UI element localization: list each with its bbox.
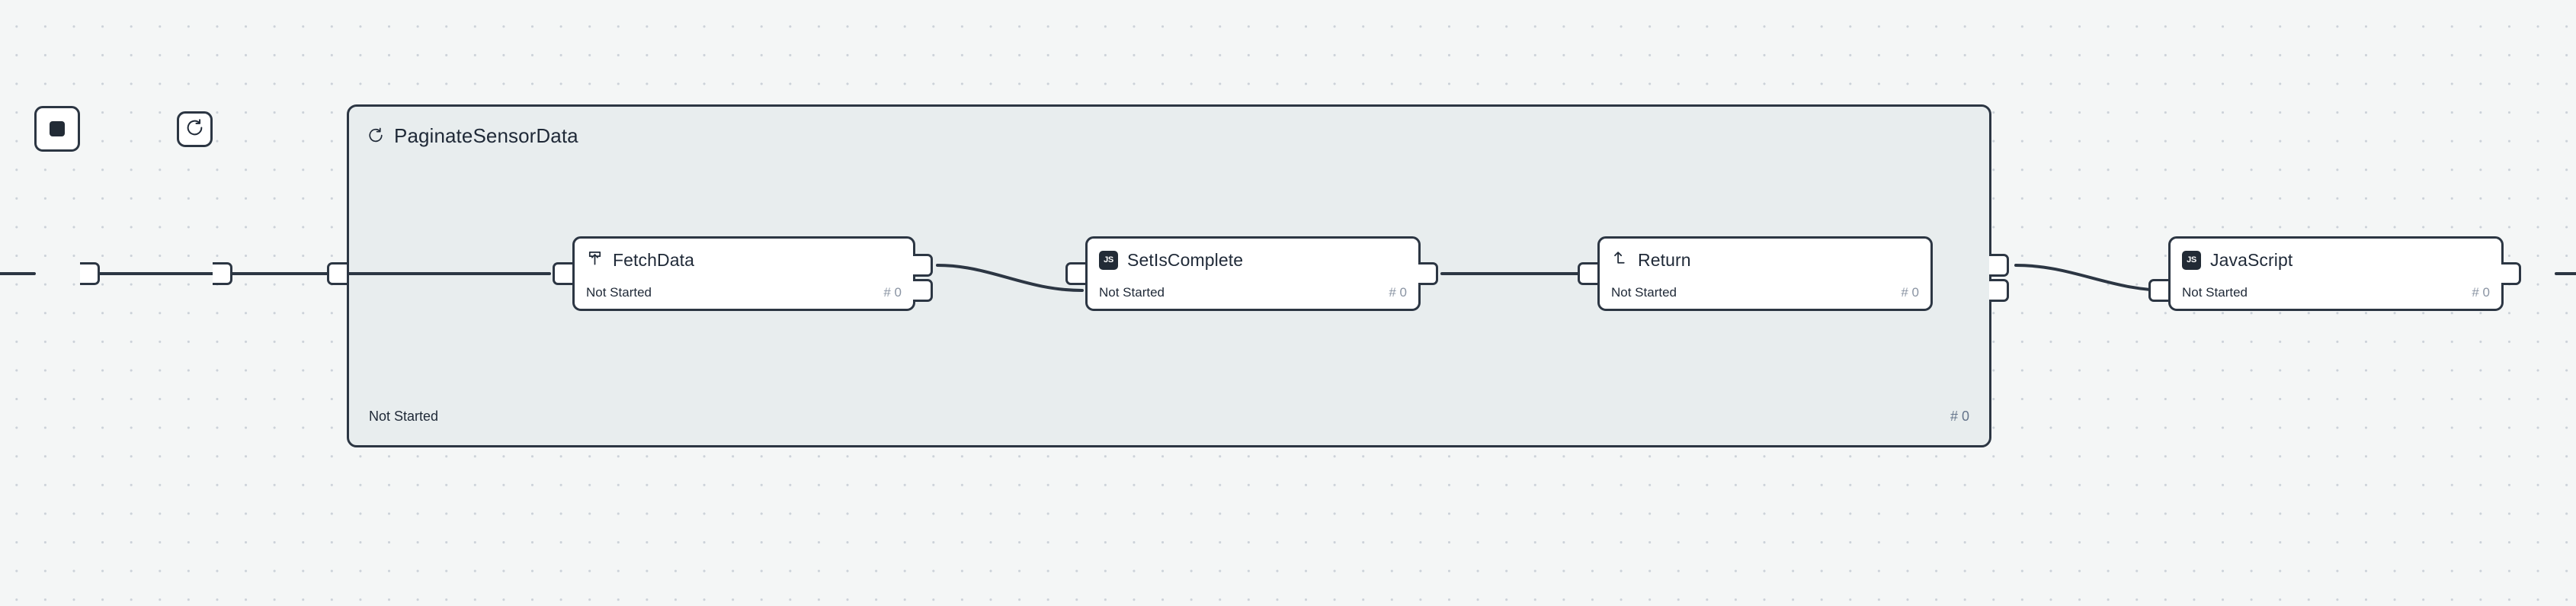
node-fetch-data[interactable]: FetchData Not Started # 0 — [572, 236, 915, 311]
node-header: Return — [1611, 248, 1919, 272]
node-fetch-data-output-port-2[interactable] — [913, 279, 933, 302]
node-status: Not Started — [586, 285, 652, 300]
node-header: JS JavaScript — [2182, 248, 2490, 272]
arrow-turn-up-icon — [1611, 249, 1629, 271]
loop-refresh-icon — [367, 127, 384, 144]
node-count: # 0 — [1901, 285, 1919, 300]
node-count: # 0 — [1389, 285, 1407, 300]
loop-container-output-port-2[interactable] — [1989, 279, 2009, 302]
node-title: SetIsComplete — [1127, 249, 1244, 270]
javascript-icon: JS — [1099, 250, 1118, 270]
node-javascript-output-port[interactable] — [2501, 262, 2521, 285]
node-javascript-input-port[interactable] — [2148, 279, 2168, 302]
loop-start-node-output-port[interactable] — [213, 262, 232, 285]
node-fetch-data-output-port-1[interactable] — [913, 254, 933, 277]
loop-container-count: # 0 — [1950, 409, 1969, 424]
node-fetch-data-input-port[interactable] — [553, 262, 572, 285]
edge-container-to-javascript — [2014, 264, 2170, 292]
javascript-icon: JS — [2182, 250, 2201, 270]
node-return-input-port[interactable] — [1578, 262, 1597, 285]
node-return[interactable]: Return Not Started # 0 — [1597, 236, 1933, 311]
node-title: FetchData — [613, 249, 695, 270]
node-title: JavaScript — [2210, 249, 2293, 270]
node-header: FetchData — [586, 248, 902, 272]
start-node-output-port[interactable] — [80, 262, 100, 285]
loop-container-output-port-1[interactable] — [1989, 254, 2009, 277]
node-title: Return — [1638, 249, 1691, 270]
node-count: # 0 — [883, 285, 902, 300]
loop-container-title: PaginateSensorData — [394, 123, 578, 147]
node-status: Not Started — [1611, 285, 1677, 300]
node-javascript[interactable]: JS JavaScript Not Started # 0 — [2168, 236, 2504, 311]
loop-container-header: PaginateSensorData — [367, 123, 578, 149]
node-footer: Not Started # 0 — [1611, 285, 1919, 300]
node-set-is-complete-input-port[interactable] — [1065, 262, 1085, 285]
node-footer: Not Started # 0 — [586, 285, 902, 300]
loop-start-node[interactable] — [177, 111, 213, 147]
loop-refresh-icon — [185, 118, 204, 141]
node-status: Not Started — [1099, 285, 1165, 300]
node-header: JS SetIsComplete — [1099, 248, 1407, 272]
loop-container-status: Not Started — [369, 409, 439, 424]
stop-square-icon — [50, 121, 65, 136]
start-node[interactable] — [34, 106, 80, 152]
subflow-enter-icon — [586, 249, 604, 271]
node-set-is-complete-output-port[interactable] — [1418, 262, 1438, 285]
node-count: # 0 — [2472, 285, 2490, 300]
node-footer: Not Started # 0 — [2182, 285, 2490, 300]
node-status: Not Started — [2182, 285, 2248, 300]
node-set-is-complete[interactable]: JS SetIsComplete Not Started # 0 — [1085, 236, 1421, 311]
loop-container-input-port[interactable] — [327, 262, 347, 285]
node-footer: Not Started # 0 — [1099, 285, 1407, 300]
